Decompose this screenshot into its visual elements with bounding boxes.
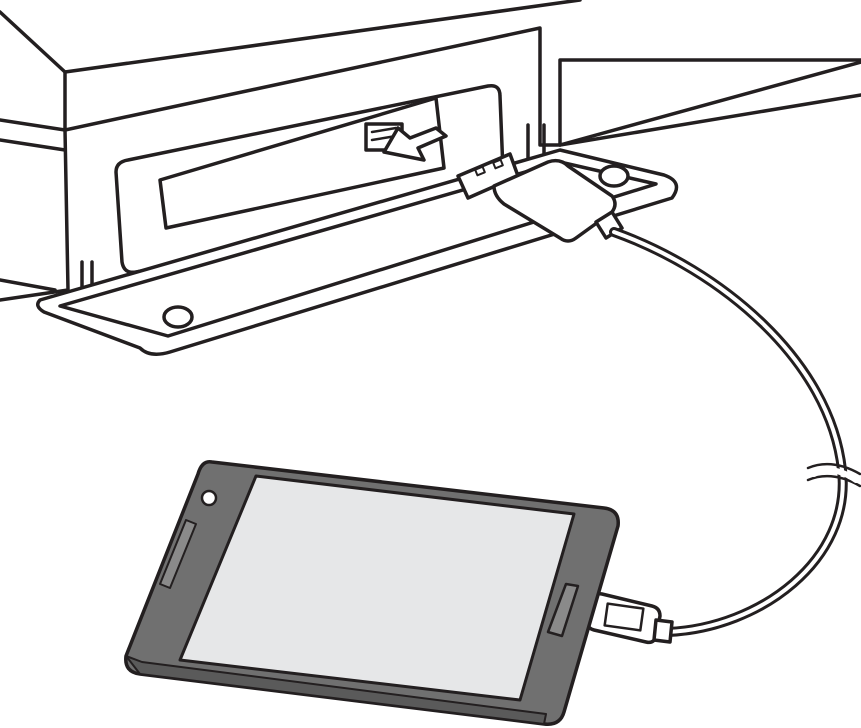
smartphone <box>124 460 620 726</box>
phone-speaker-grille <box>159 519 197 589</box>
device-left-side <box>0 118 67 152</box>
base-foot-right <box>598 164 630 188</box>
cable-break-mark <box>806 462 861 488</box>
phone-screen <box>178 474 576 702</box>
micro-usb-relief <box>652 618 674 644</box>
device-unit <box>0 0 861 302</box>
micro-usb-label-window <box>603 602 645 632</box>
device-right-lower <box>558 93 861 147</box>
usb-cable <box>609 227 861 637</box>
device-left-lower <box>0 278 57 292</box>
arrow-left-icon <box>382 126 448 162</box>
phone-front-camera <box>200 489 218 507</box>
phone-home-button <box>546 582 580 638</box>
device-front-panel <box>63 26 861 147</box>
micro-usb-plug <box>585 591 674 645</box>
bay-tab-right <box>526 123 546 162</box>
base-plate-inner <box>58 160 658 338</box>
cable-break-gap <box>811 467 859 483</box>
phone-side-edge <box>125 655 547 725</box>
base-foot-left <box>162 305 194 329</box>
usb-a-tip-hole-2 <box>492 158 504 170</box>
device-front-bottom <box>0 128 70 302</box>
usb-a-tip-hole-1 <box>474 165 486 177</box>
device-right-top <box>558 60 861 147</box>
